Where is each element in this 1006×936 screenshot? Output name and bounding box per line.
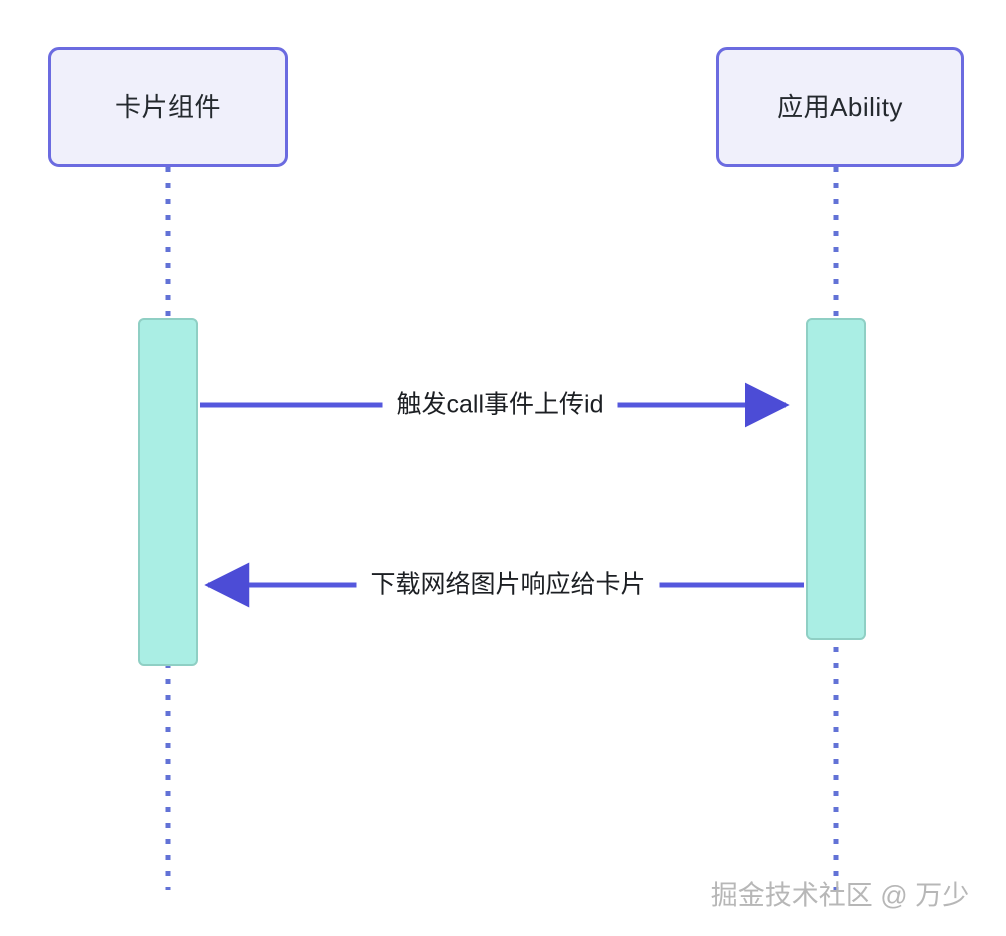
participant-label-app-ability: 应用Ability [777,92,903,122]
lifeline-group [165,167,839,890]
participant-box-app-ability[interactable]: 应用Ability [716,47,964,167]
activation-bar-app-ability [806,318,866,640]
message-label-1: 触发call事件上传id [382,392,618,418]
participant-box-card-component[interactable]: 卡片组件 [48,47,288,167]
participant-label-card-component: 卡片组件 [114,92,221,122]
message-arrow-group [200,382,804,608]
activation-bar-card-component [138,318,198,666]
message-label-2: 下载网络图片响应给卡片 [356,572,660,598]
watermark-text: 掘金技术社区 @ 万少 [710,880,970,911]
